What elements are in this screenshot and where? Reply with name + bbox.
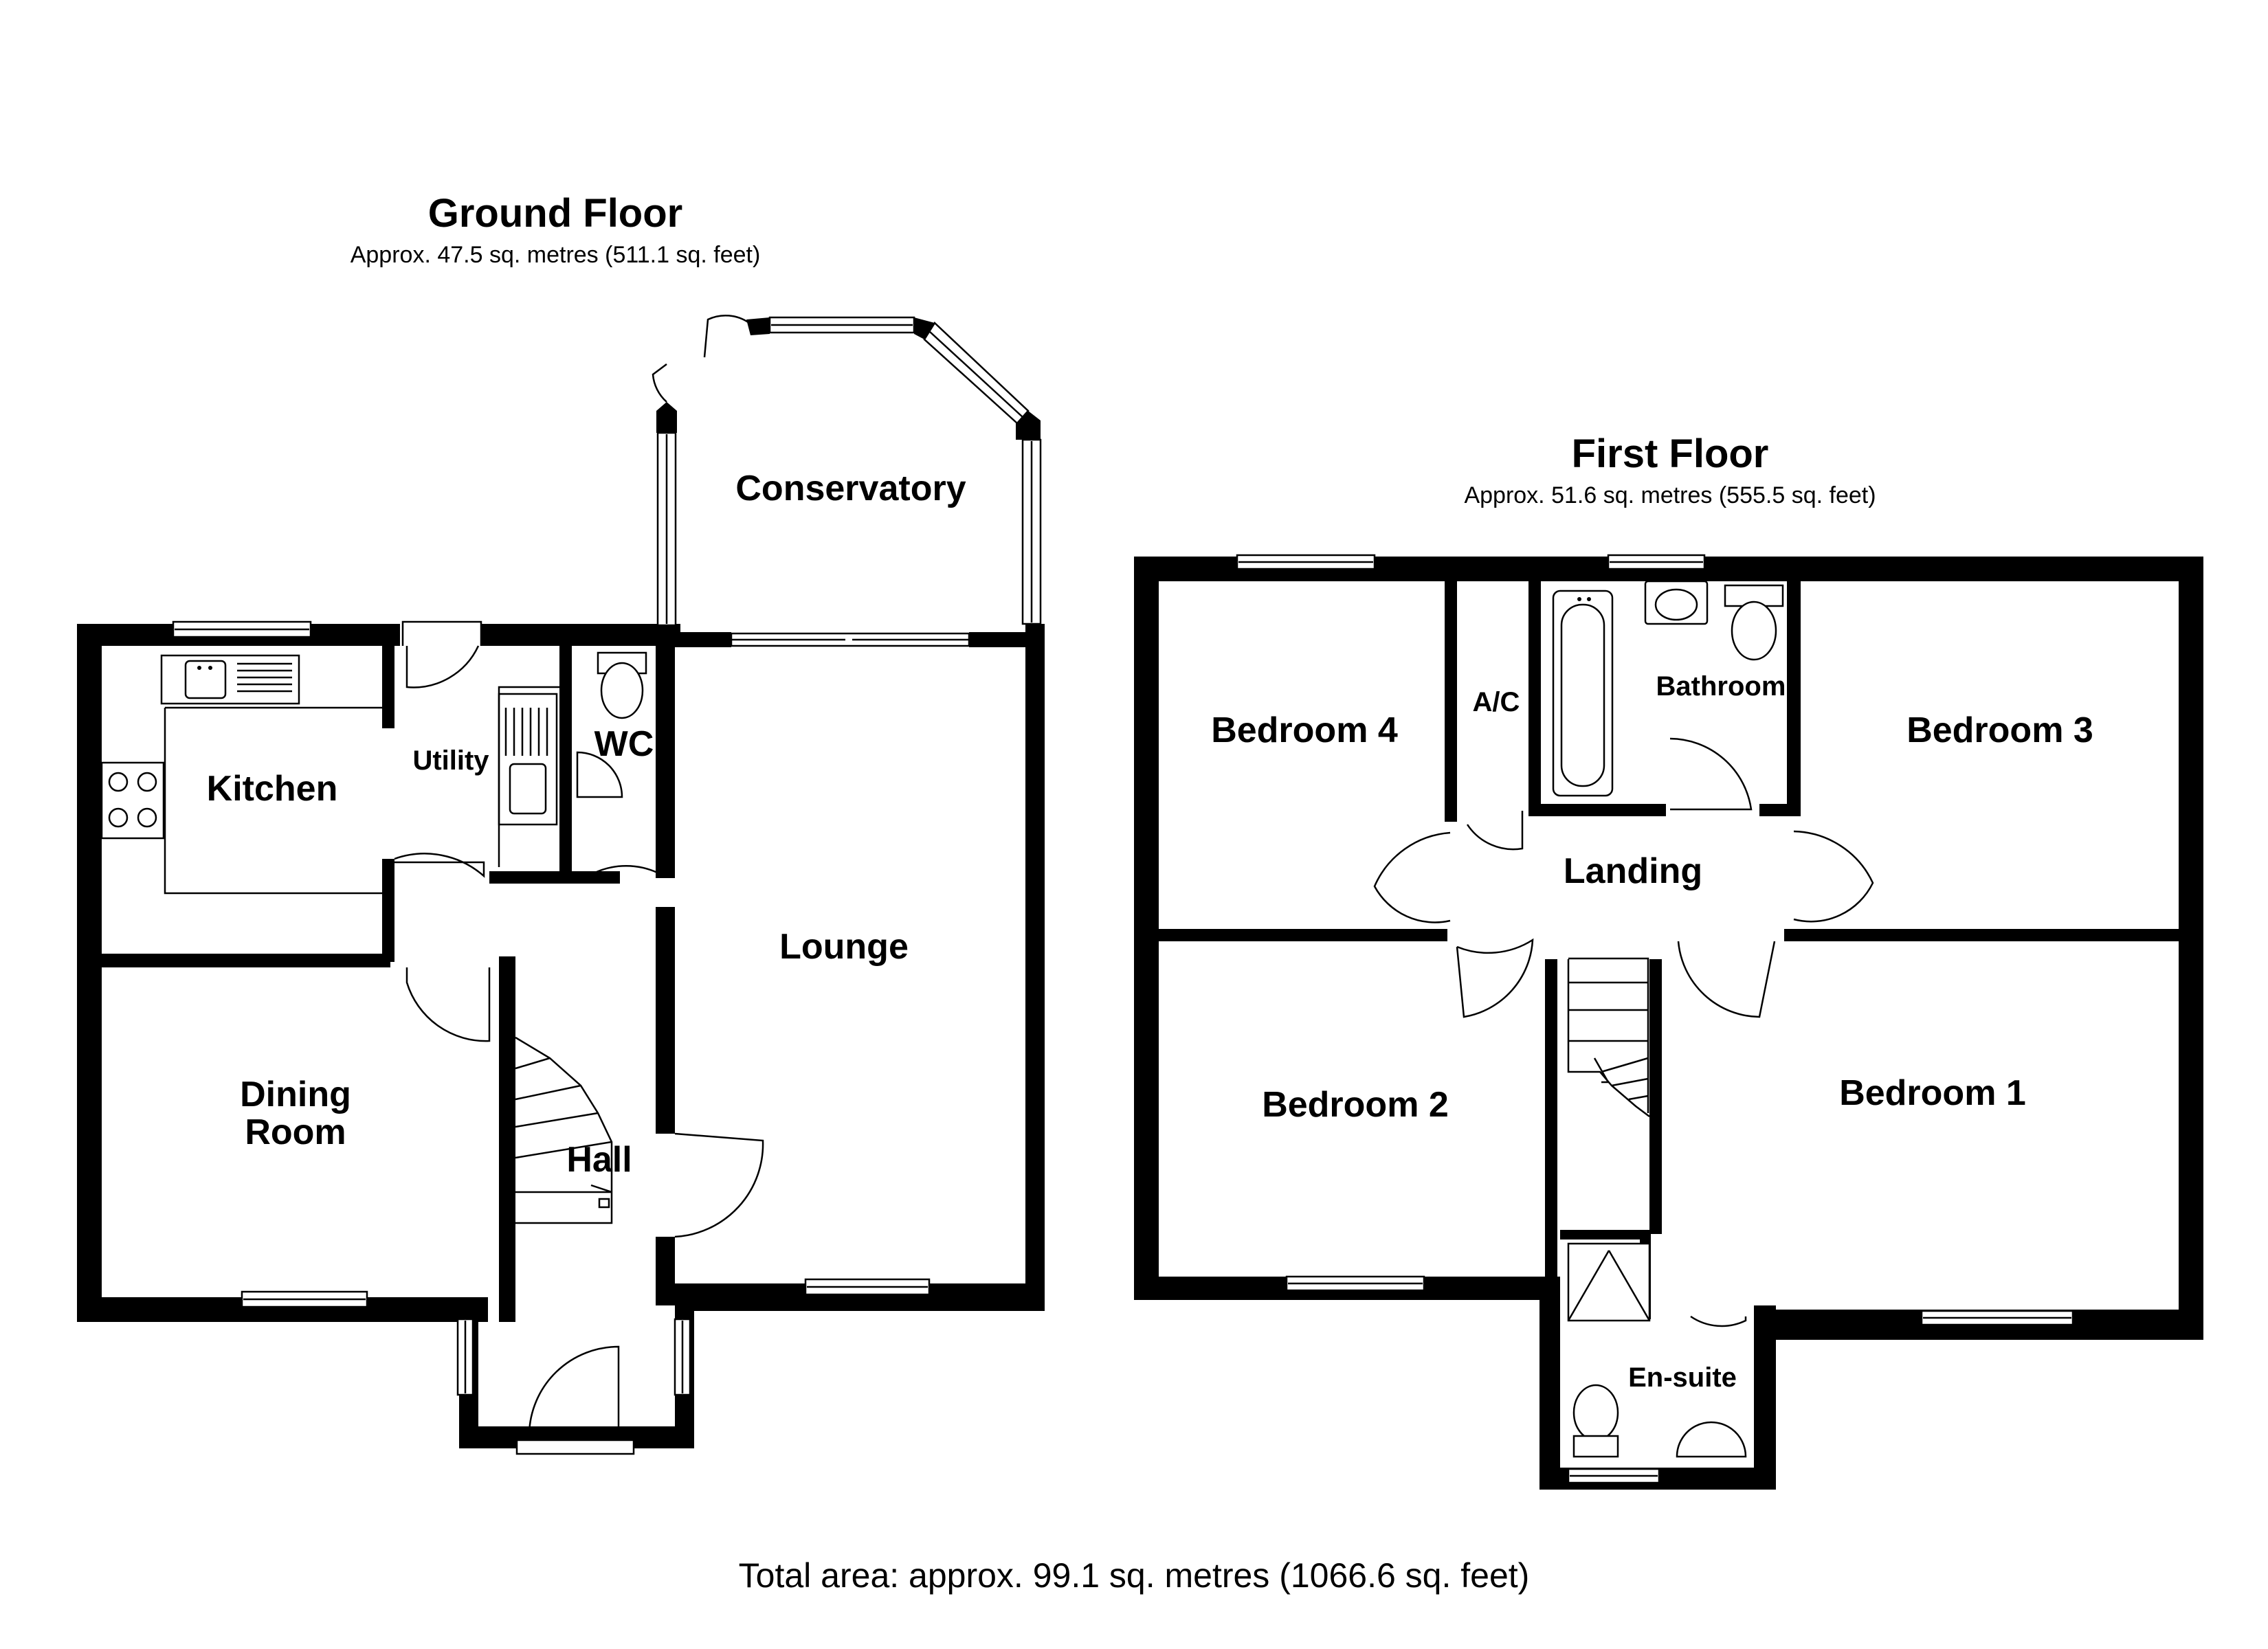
front-door-frame bbox=[515, 1439, 635, 1455]
wc-toilet bbox=[600, 662, 644, 719]
first-floor-title: First Floor bbox=[1572, 431, 1769, 476]
first-floor-area: Approx. 51.6 sq. metres (555.5 sq. feet) bbox=[1464, 482, 1876, 508]
room-label-bedroom3: Bedroom 3 bbox=[1906, 710, 2093, 750]
kitchen-utility-door bbox=[394, 853, 485, 878]
ac-door bbox=[1466, 811, 1524, 851]
bathroom-bottom-wall-right bbox=[1759, 804, 1794, 816]
bedroom4-bedroom2-wall bbox=[1159, 929, 1447, 941]
room-label-wc: WC bbox=[594, 724, 654, 764]
lounge-top-wall-left bbox=[675, 632, 731, 647]
ensuite-basin bbox=[1676, 1421, 1747, 1458]
room-label-lounge: Lounge bbox=[779, 927, 909, 967]
first-stairs bbox=[1567, 957, 1650, 1117]
ground-floor-plan bbox=[77, 314, 1045, 1455]
first-right-wall bbox=[2179, 557, 2203, 1340]
utility-bottom-wall bbox=[489, 871, 620, 884]
room-label-conservatory: Conservatory bbox=[735, 469, 966, 508]
first-floor-plan bbox=[1134, 554, 2203, 1490]
utility-external-door-frame bbox=[401, 620, 482, 646]
room-label-ensuite: En-suite bbox=[1628, 1362, 1737, 1393]
hall-right-wall-upper bbox=[656, 907, 675, 1134]
wc-basin bbox=[576, 751, 623, 798]
total-area: Total area: approx. 99.1 sq. metres (106… bbox=[739, 1556, 1530, 1595]
ensuite-top-wall bbox=[1560, 1230, 1649, 1239]
ac-bathroom-wall bbox=[1528, 581, 1541, 809]
room-label-dining-line2: Room bbox=[245, 1112, 346, 1152]
ensuite-toilet bbox=[1572, 1384, 1619, 1442]
wc-right-wall bbox=[656, 624, 675, 878]
utility-top-wall bbox=[481, 624, 680, 646]
room-label-dining-line1: Dining bbox=[240, 1075, 351, 1114]
room-label-ac: A/C bbox=[1473, 687, 1520, 717]
ensuite-left-wall bbox=[1539, 1277, 1560, 1490]
bedroom4-ac-wall bbox=[1445, 581, 1457, 822]
bathroom-bottom-wall-left bbox=[1528, 804, 1666, 816]
wc-door bbox=[588, 865, 665, 877]
hob bbox=[100, 761, 165, 840]
first-left-wall bbox=[1134, 557, 1159, 1300]
room-label-utility: Utility bbox=[412, 745, 489, 776]
bedroom1-door bbox=[1677, 941, 1776, 1018]
ensuite-door bbox=[1690, 1315, 1747, 1327]
room-label-landing: Landing bbox=[1564, 851, 1702, 891]
bathroom-door bbox=[1669, 737, 1753, 811]
ground-stairs bbox=[515, 1036, 613, 1224]
kitchen-dining-wall bbox=[102, 954, 390, 967]
conservatory-door-right bbox=[703, 314, 750, 358]
conservatory-post-left bbox=[656, 402, 677, 433]
bedroom3-bedroom1-wall bbox=[1784, 929, 2179, 941]
bedroom3-door bbox=[1793, 830, 1874, 923]
kitchen-utility-wall-lower bbox=[382, 859, 394, 962]
dining-right-wall bbox=[499, 956, 515, 1322]
room-label-kitchen: Kitchen bbox=[207, 769, 338, 809]
room-label-bathroom: Bathroom bbox=[1656, 671, 1786, 702]
room-label-hall: Hall bbox=[566, 1140, 632, 1180]
room-label-bedroom1: Bedroom 1 bbox=[1839, 1073, 2026, 1113]
bedroom2-door bbox=[1456, 938, 1534, 1018]
hall-right-wall-lower bbox=[656, 1237, 675, 1305]
bedroom4-door bbox=[1373, 831, 1451, 923]
kitchen-sink-unit bbox=[160, 654, 300, 705]
stairs-bedroom1-wall bbox=[1649, 959, 1662, 1234]
lounge-right-wall bbox=[1025, 624, 1045, 1311]
kitchen-utility-wall-upper bbox=[382, 646, 394, 728]
kitchen-worktop bbox=[164, 708, 382, 895]
utility-wc-wall bbox=[559, 646, 572, 873]
dining-door bbox=[405, 967, 491, 1042]
utility-back-door bbox=[405, 645, 480, 688]
ground-floor-area: Approx. 47.5 sq. metres (511.1 sq. feet) bbox=[351, 242, 761, 268]
bathroom-toilet bbox=[1731, 601, 1777, 661]
lounge-door bbox=[674, 1132, 764, 1238]
bathroom-bedroom3-wall bbox=[1787, 581, 1801, 816]
ground-floor-title: Ground Floor bbox=[428, 191, 683, 236]
shower-tray bbox=[1567, 1242, 1651, 1322]
bedroom2-stairs-wall bbox=[1545, 959, 1557, 1310]
conservatory-door-left bbox=[652, 363, 667, 403]
left-wall bbox=[77, 624, 102, 1322]
room-label-bedroom4: Bedroom 4 bbox=[1211, 710, 1398, 750]
front-door bbox=[528, 1345, 620, 1434]
room-label-bedroom2: Bedroom 2 bbox=[1262, 1085, 1449, 1125]
